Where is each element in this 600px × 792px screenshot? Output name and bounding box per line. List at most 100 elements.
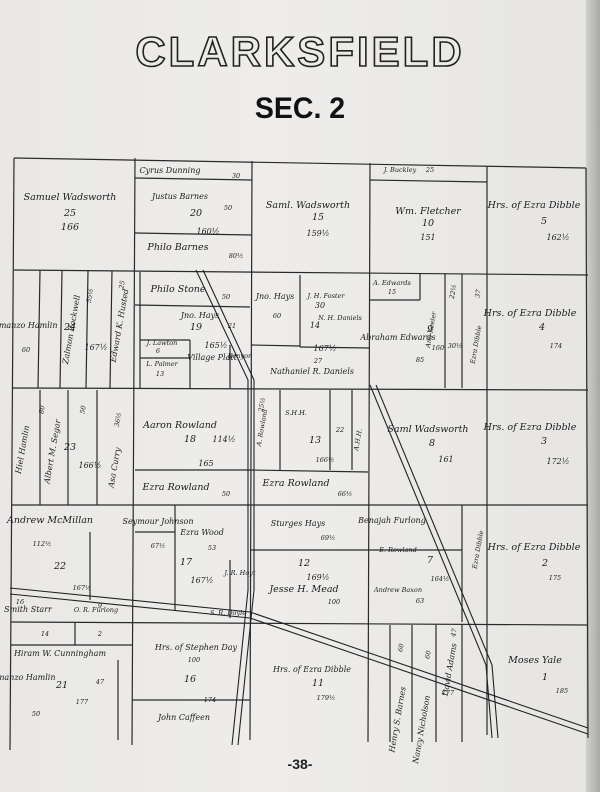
page-edge bbox=[586, 0, 600, 792]
parcel-label-p49b: 16 bbox=[184, 674, 196, 685]
parcel-label-p30: A. Rowland bbox=[255, 408, 270, 447]
parcel-label-p02: Cyrus Dunning bbox=[140, 166, 201, 175]
parcel-label-p40a: 12 bbox=[298, 558, 310, 569]
parcel-label-p10c: 167½ bbox=[84, 343, 107, 352]
parcel-label-p26: Albert M. Segar bbox=[42, 418, 63, 486]
parcel-label-p05b: 159½ bbox=[306, 229, 329, 238]
parcel-label-p13: Jno. Hays bbox=[179, 311, 220, 320]
parcel-label-p48a: 21 bbox=[55, 680, 68, 691]
parcel-label-p56: J. R. Hoyt bbox=[222, 569, 256, 577]
parcel-label-p15a: 13 bbox=[156, 370, 164, 378]
parcel-label-p09: Almanzo Hamlin bbox=[0, 321, 58, 330]
parcel-label-p25a: 80 bbox=[37, 405, 46, 415]
parcel-label-p28: Aaron Rowland bbox=[142, 420, 217, 431]
parcel-label-p26a: 50 bbox=[78, 405, 87, 415]
parcel-label-p17a: 60 bbox=[273, 312, 281, 320]
parcel-label-p53a: 60 bbox=[423, 650, 432, 660]
parcel-label-p19b: 27 bbox=[313, 357, 323, 365]
parcel-label-p08b: 162½ bbox=[546, 233, 569, 242]
parcel-label-p46a: 9 bbox=[98, 602, 102, 610]
parcel-label-p15: L. Palmer bbox=[145, 360, 178, 368]
parcel-label-p48c: 177 bbox=[76, 698, 89, 706]
parcel-label-p38b: 17 bbox=[180, 557, 193, 568]
parcel-label-p03: Justus Barnes bbox=[150, 192, 208, 201]
parcel-label-p04a: 80½ bbox=[229, 252, 244, 260]
parcel-label-p30a: 25½ bbox=[257, 397, 268, 414]
parcel-label-p57: S. R. Doyle bbox=[210, 609, 246, 617]
parcel-label-p44: Hrs. of Ezra Dibble bbox=[487, 542, 581, 553]
parcel-label-p13b: 21 bbox=[227, 322, 236, 330]
parcel-label-p36c: 167½ bbox=[73, 584, 92, 592]
parcel-label-p38: Ezra Wood bbox=[179, 528, 224, 537]
parcel-label-p35: Hrs. of Ezra Dibble bbox=[483, 422, 577, 433]
parcel-label-p03b: 50 bbox=[224, 204, 232, 212]
map-border bbox=[13, 157, 587, 169]
parcel-label-p17: Jno. Hays bbox=[254, 292, 295, 301]
parcel-label-p40c: 100 bbox=[328, 598, 340, 606]
parcel-label-p21a: 9 bbox=[427, 324, 433, 335]
parcel-label-p41: Benajah Furlong bbox=[357, 516, 426, 525]
parcel-label-p55a: 1 bbox=[542, 672, 548, 683]
parcel-label-p33a: 66½ bbox=[338, 490, 353, 498]
parcel-label-p07: Wm. Fletcher bbox=[395, 206, 462, 217]
parcel-label-p31: S.H.H. bbox=[285, 409, 307, 417]
parcel-label-p55b: 185 bbox=[556, 687, 568, 695]
parcel-label-p55: Moses Yale bbox=[507, 655, 562, 666]
parcel-label-p31a: 13 bbox=[309, 435, 321, 446]
parcel-label-p41a: 7 bbox=[427, 555, 434, 566]
parcel-label-p54: David Adams bbox=[440, 643, 458, 698]
parcel-label-p32: A.H.H. bbox=[352, 428, 364, 452]
parcel-label-p19a: 14 bbox=[310, 321, 320, 330]
parcel-label-p49: Hrs. of Stephen Day bbox=[154, 643, 238, 652]
parcel-label-p46b: 2 bbox=[97, 630, 102, 638]
parcel-label-p02a: 30 bbox=[232, 172, 240, 180]
parcel-label-p08: Hrs. of Ezra Dibble bbox=[487, 200, 581, 211]
parcel-label-p13c: 165½ bbox=[204, 341, 227, 350]
parcel-label-p41b: 164½ bbox=[431, 575, 450, 583]
parcel-label-p12a: 50 bbox=[222, 293, 230, 301]
parcel-label-p38a: 53 bbox=[208, 544, 216, 552]
parcel-label-p58: Kenyon bbox=[227, 352, 253, 360]
parcel-label-p06: J. Buckley bbox=[382, 166, 417, 174]
parcel-label-p39: Sturges Hays bbox=[271, 519, 326, 528]
parcel-label-p24a: 4 bbox=[538, 322, 545, 333]
parcel-label-p27: Asa Curry bbox=[106, 446, 122, 489]
parcel-label-p21c: 85 bbox=[416, 356, 424, 364]
parcel-label-p20a: 15 bbox=[388, 288, 396, 296]
parcel-label-p49a: 100 bbox=[188, 656, 200, 664]
parcel-label-p44b: 175 bbox=[549, 574, 561, 582]
parcel-label-p35a: 3 bbox=[541, 436, 547, 447]
parcel-label-p26b: 23 bbox=[63, 442, 76, 453]
township-title: CLARKSFIELD bbox=[135, 27, 465, 76]
parcel-label-p24b: 174 bbox=[550, 342, 562, 350]
parcel-label-p45a: 16 bbox=[16, 598, 24, 606]
parcel-label-p22b: 30½ bbox=[448, 342, 463, 350]
parcel-label-p07b: 151 bbox=[420, 233, 435, 242]
parcel-label-p31b: 22 bbox=[335, 426, 344, 434]
parcel-label-p54a: 47 bbox=[449, 627, 459, 638]
parcel-label-p45: Smith Starr bbox=[4, 605, 53, 614]
parcel-label-p38c: 167½ bbox=[190, 576, 213, 585]
parcel-label-p10b: 55½ bbox=[85, 288, 95, 304]
parcel-label-p36a: 112½ bbox=[33, 540, 52, 548]
parcel-label-p13a: 19 bbox=[190, 322, 202, 333]
parcel-label-p37a: 67½ bbox=[151, 542, 166, 550]
parcel-label-p51b: 179½ bbox=[317, 694, 336, 702]
section-title: SEC. 2 bbox=[254, 92, 346, 125]
parcel-label-p51a: 11 bbox=[312, 678, 324, 689]
parcel-label-p60: N. H. Daniels bbox=[317, 314, 362, 322]
parcel-label-p59: E. Rowland bbox=[378, 546, 417, 554]
parcel-label-p09a: 60 bbox=[22, 346, 30, 354]
parcel-label-p23: Ezra Dibble bbox=[469, 325, 484, 366]
parcel-label-p45b: 14 bbox=[41, 630, 49, 638]
parcel-label-p36: Andrew McMillan bbox=[6, 515, 93, 526]
parcel-label-p04: Philo Barnes bbox=[146, 242, 208, 253]
parcel-label-p53b: 177 bbox=[442, 689, 455, 697]
parcel-label-p06a: 25 bbox=[425, 166, 434, 174]
parcel-label-p50: John Caffeen bbox=[156, 713, 210, 722]
parcel-label-p27a: 36½ bbox=[113, 412, 123, 428]
parcel-label-p48d: 47 bbox=[95, 678, 105, 686]
east-west-road bbox=[9, 587, 589, 729]
parcel-label-p01b: 166 bbox=[61, 222, 79, 233]
